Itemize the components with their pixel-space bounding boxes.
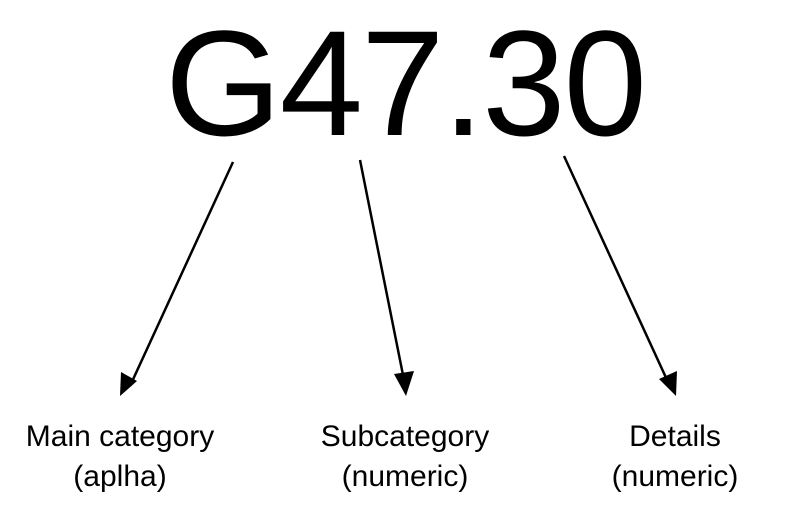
label-details-type: (numeric) [611, 460, 739, 493]
arrowhead-subcategory [394, 371, 414, 396]
label-subcategory-name: Subcategory [320, 420, 490, 453]
arrow-subcategory [358, 159, 406, 381]
label-details-name: Details [629, 420, 721, 453]
label-details: Details (numeric) [580, 417, 770, 497]
arrow-main-category [128, 161, 235, 387]
arrowhead-main-category [120, 372, 137, 396]
label-subcategory-type: (numeric) [341, 460, 469, 493]
label-main-category-name: Main category [25, 420, 215, 453]
arrowhead-details [659, 371, 677, 396]
label-main-category-type: (aplha) [73, 460, 167, 493]
label-main-category: Main category (aplha) [0, 417, 240, 497]
label-subcategory: Subcategory (numeric) [290, 417, 520, 497]
code-title: G47.30 [164, 0, 647, 167]
arrow-details [562, 155, 670, 383]
